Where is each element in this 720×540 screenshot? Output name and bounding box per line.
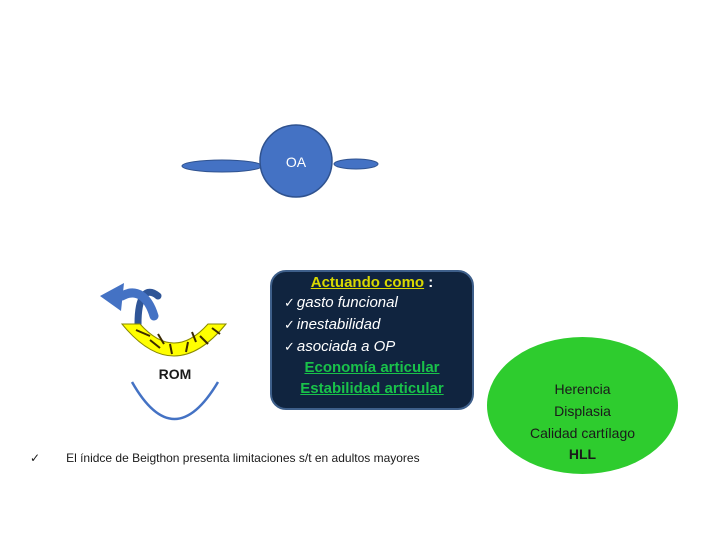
oa-node-label: OA	[285, 154, 307, 170]
joint-box-emphasis: Estabilidad articular	[300, 380, 444, 397]
left-lobe	[181, 159, 263, 173]
curved-arrow-icon	[100, 283, 162, 328]
joint-function-box	[270, 270, 474, 410]
factor-line: Herencia	[554, 381, 611, 397]
check-icon: ✓	[284, 317, 295, 332]
joint-box-item-text: asociada a OP	[296, 338, 396, 355]
rom-arc	[130, 381, 220, 421]
factors-ellipse	[487, 337, 678, 474]
joint-box-item: ✓inestabilidad	[284, 316, 380, 333]
factor-line: Calidad cartílago	[529, 425, 636, 441]
joint-box-item-text: inestabilidad	[296, 316, 381, 333]
check-icon: ✓	[284, 295, 295, 310]
joint-box-title: Actuando como :	[270, 274, 474, 291]
footer-note: ✓ El ínidce de Beigthon presenta limitaci…	[30, 451, 420, 465]
check-icon: ✓	[30, 451, 41, 465]
oa-node-circle	[259, 124, 333, 198]
footer-text: El ínidce de Beigthon presenta limitacio…	[66, 451, 420, 465]
joint-box-title-suffix: :	[424, 274, 434, 291]
joint-arc-icon	[120, 323, 228, 357]
factor-line: HLL	[568, 446, 597, 462]
joint-box-title-text: Actuando como	[310, 274, 425, 291]
rom-label: ROM	[158, 366, 192, 382]
joint-box-emphasis: Economía articular	[304, 359, 440, 376]
joint-box-item: ✓gasto funcional	[284, 294, 398, 311]
joint-box-item-text: gasto funcional	[296, 294, 398, 311]
right-lobe	[333, 158, 379, 170]
joint-box-item: ✓asociada a OP	[284, 338, 395, 355]
check-icon: ✓	[284, 339, 295, 354]
factor-line: Displasia	[554, 403, 611, 419]
